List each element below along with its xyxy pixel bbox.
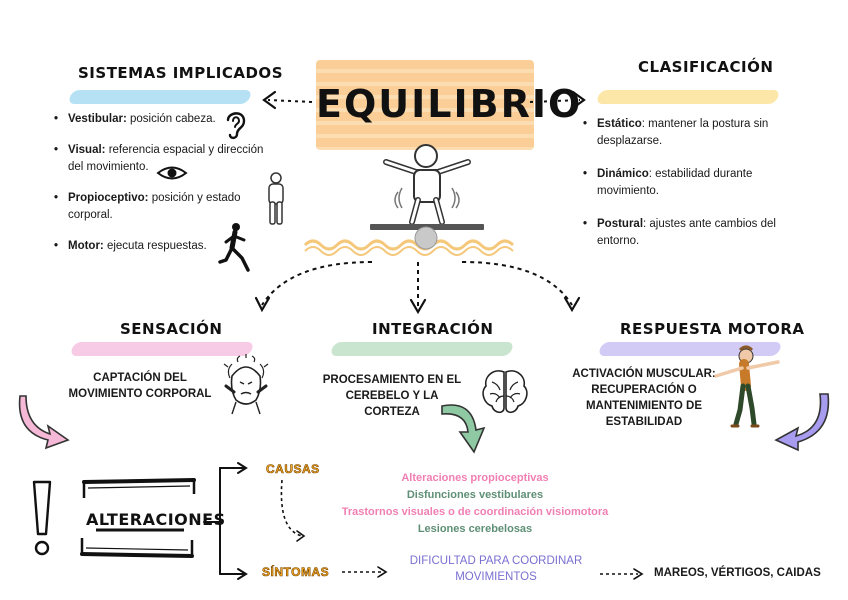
causas-label: CAUSAS bbox=[266, 462, 320, 477]
clasificacion-list: Estático: mantener la postura sin despla… bbox=[583, 116, 803, 264]
clasificacion-heading: CLASIFICACIÓN bbox=[638, 58, 774, 76]
running-person-icon bbox=[218, 223, 250, 272]
sintomas-label: SÍNTOMAS bbox=[262, 565, 330, 580]
standing-person-icon bbox=[268, 172, 284, 225]
sintoma-1: DIFICULTAD PARA COORDINAR MOVIMIENTOS bbox=[409, 555, 583, 583]
alteraciones-heading: ALTERACIONES bbox=[86, 510, 226, 529]
eye-icon bbox=[156, 166, 188, 180]
list-item: Vestibular: posición cabeza. bbox=[54, 111, 274, 128]
cause-item: Trastornos visuales o de coordinación vi… bbox=[341, 506, 609, 518]
stressed-head-icon bbox=[223, 354, 269, 415]
ear-icon bbox=[226, 112, 246, 140]
sensacion-text: CAPTACIÓN DEL MOVIMIENTO CORPORAL bbox=[68, 372, 212, 400]
cause-item: Alteraciones propioceptivas bbox=[401, 472, 549, 484]
cause-item: Lesiones cerebelosas bbox=[417, 523, 533, 535]
exclamation-icon bbox=[32, 480, 52, 556]
falling-person-icon bbox=[714, 345, 780, 428]
sintoma-2: MAREOS, VÉRTIGOS, CAIDAS bbox=[654, 567, 821, 579]
list-item: Propioceptivo: posición y estado corpora… bbox=[54, 190, 274, 224]
pink-curved-arrow-icon bbox=[18, 395, 70, 450]
list-item: Motor: ejecuta respuestas. bbox=[54, 238, 274, 255]
purple-curved-arrow-icon bbox=[774, 393, 830, 452]
brain-icon bbox=[482, 370, 528, 414]
list-item: Visual: referencia espacial y dirección … bbox=[54, 142, 274, 176]
integracion-text: PROCESAMIENTO EN EL CEREBELO Y LA CORTEZ… bbox=[322, 374, 462, 418]
list-item: Estático: mantener la postura sin despla… bbox=[583, 116, 803, 150]
sensacion-heading: SENSACIÓN bbox=[120, 320, 223, 338]
respuesta-text: ACTIVACIÓN MUSCULAR: RECUPERACIÓN O MANT… bbox=[572, 368, 716, 428]
list-item: Dinámico: estabilidad durante movimiento… bbox=[583, 166, 803, 200]
respuesta-heading: RESPUESTA MOTORA bbox=[620, 320, 805, 338]
sistemas-list: Vestibular: posición cabeza. Visual: ref… bbox=[54, 111, 274, 269]
cause-item: Disfunciones vestibulares bbox=[406, 489, 544, 501]
integracion-heading: INTEGRACIÓN bbox=[372, 320, 494, 338]
alteraciones-frame bbox=[80, 478, 196, 558]
list-item: Postural: ajustes ante cambios del entor… bbox=[583, 216, 803, 250]
balance-person-icon bbox=[370, 144, 484, 250]
title-highlight bbox=[316, 60, 534, 150]
sistemas-heading: SISTEMAS IMPLICADOS bbox=[78, 64, 283, 82]
green-curved-arrow-icon bbox=[441, 404, 486, 454]
